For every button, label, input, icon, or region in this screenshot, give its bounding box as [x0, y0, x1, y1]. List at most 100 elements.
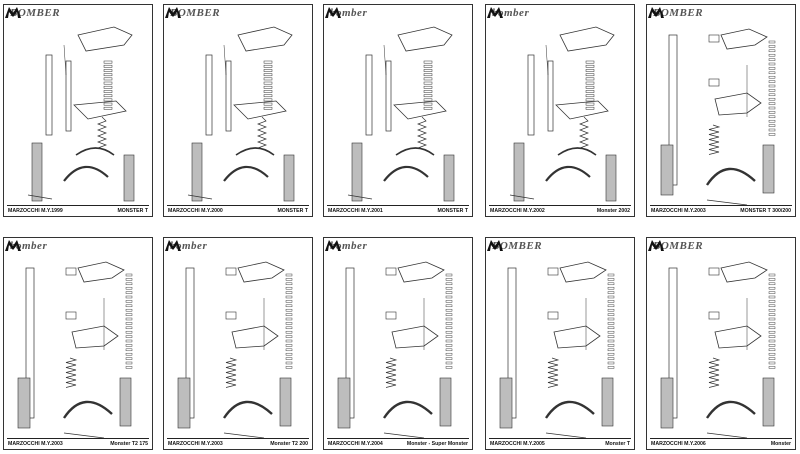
- lower-crown: [233, 100, 287, 120]
- part-washer: [768, 93, 776, 97]
- part-washer: [423, 102, 433, 106]
- part-washer: [125, 344, 133, 347]
- fork-arch: [545, 165, 591, 182]
- model-year-label: MARZOCCHI M.Y.2003: [168, 441, 223, 447]
- part-washer: [768, 335, 776, 338]
- part-washer: [585, 102, 595, 106]
- part-washer: [263, 73, 273, 77]
- upper-crown: [397, 261, 445, 283]
- brand-logo: BOMBER: [10, 7, 61, 19]
- part-washer: [768, 326, 776, 330]
- lower-crown: [714, 325, 762, 349]
- part-washer: [103, 85, 113, 89]
- part-washer: [445, 304, 453, 308]
- part-washer: [768, 53, 776, 57]
- part-washer: [768, 366, 776, 369]
- axle-rod: [187, 194, 213, 200]
- part-washer: [125, 317, 133, 321]
- damper-rod: [383, 44, 387, 76]
- part-washer: [445, 361, 453, 365]
- part-washer: [768, 58, 776, 61]
- top-cap: [65, 267, 77, 276]
- part-washer: [585, 90, 595, 93]
- axle-rod: [509, 194, 535, 200]
- part-washer: [103, 98, 113, 102]
- lower-crown: [555, 100, 609, 120]
- part-washer: [607, 291, 615, 294]
- fork-arch: [383, 165, 429, 182]
- part-washer: [585, 77, 595, 81]
- upper-crown: [237, 261, 285, 283]
- part-washer: [585, 85, 595, 89]
- part-washer: [285, 282, 293, 286]
- caption-divider: [167, 438, 309, 439]
- part-washer: [607, 286, 615, 290]
- part-washer: [445, 344, 453, 347]
- model-name-label: Monster T: [605, 441, 630, 447]
- part-washer: [768, 124, 776, 127]
- part-washer: [125, 335, 133, 338]
- part-washer: [423, 85, 433, 89]
- part-washer: [423, 106, 433, 110]
- part-washer: [768, 128, 776, 132]
- model-name-label: MONSTER T 300/200: [740, 208, 791, 214]
- marzocchi-m-logo-icon: [487, 240, 503, 251]
- lower-crown: [71, 325, 119, 349]
- marzocchi-m-logo-icon: [325, 7, 341, 18]
- lower-crown: [231, 325, 279, 349]
- part-washer: [768, 317, 776, 321]
- part-washer: [445, 286, 453, 290]
- exploded-view-drawing: [660, 28, 776, 206]
- coil-spring: [708, 124, 721, 155]
- lower-leg-left: [660, 144, 674, 196]
- part-washer: [285, 295, 293, 299]
- coil-spring: [257, 116, 267, 149]
- marzocchi-m-logo-icon: [5, 7, 21, 18]
- part-washer: [285, 348, 293, 352]
- part-washer: [768, 357, 776, 360]
- part-washer: [768, 339, 776, 343]
- part-washer: [607, 366, 615, 369]
- exploded-view-drawing: [27, 26, 135, 202]
- arch-brace: [557, 147, 597, 156]
- logo-mark: [325, 240, 341, 251]
- part-washer: [445, 313, 453, 316]
- axle-rod: [706, 432, 748, 439]
- part-washer: [263, 102, 273, 106]
- damper-rod: [223, 44, 227, 76]
- part-washer: [585, 98, 595, 102]
- part-washer: [768, 45, 776, 48]
- part-washer: [125, 361, 133, 365]
- lower-crown: [553, 325, 601, 349]
- part-washer: [285, 273, 293, 277]
- lower-leg-right: [762, 144, 775, 194]
- part-washer: [607, 295, 615, 299]
- part-washer: [607, 348, 615, 352]
- part-washer: [285, 286, 293, 290]
- part-washer: [285, 361, 293, 365]
- part-washer: [607, 339, 615, 343]
- lower-crown: [393, 100, 447, 120]
- top-cap: [708, 267, 720, 276]
- lower-leg-left: [499, 377, 513, 429]
- part-washer: [423, 98, 433, 102]
- part-washer: [285, 313, 293, 316]
- part-washer: [263, 90, 273, 93]
- axle-rod: [27, 194, 53, 200]
- brand-logo: BOMBER: [492, 240, 543, 252]
- lower-leg-right: [119, 377, 132, 427]
- part-washer: [768, 361, 776, 365]
- lower-leg-left: [17, 377, 31, 429]
- part-washer: [125, 295, 133, 299]
- lower-leg-left: [337, 377, 351, 429]
